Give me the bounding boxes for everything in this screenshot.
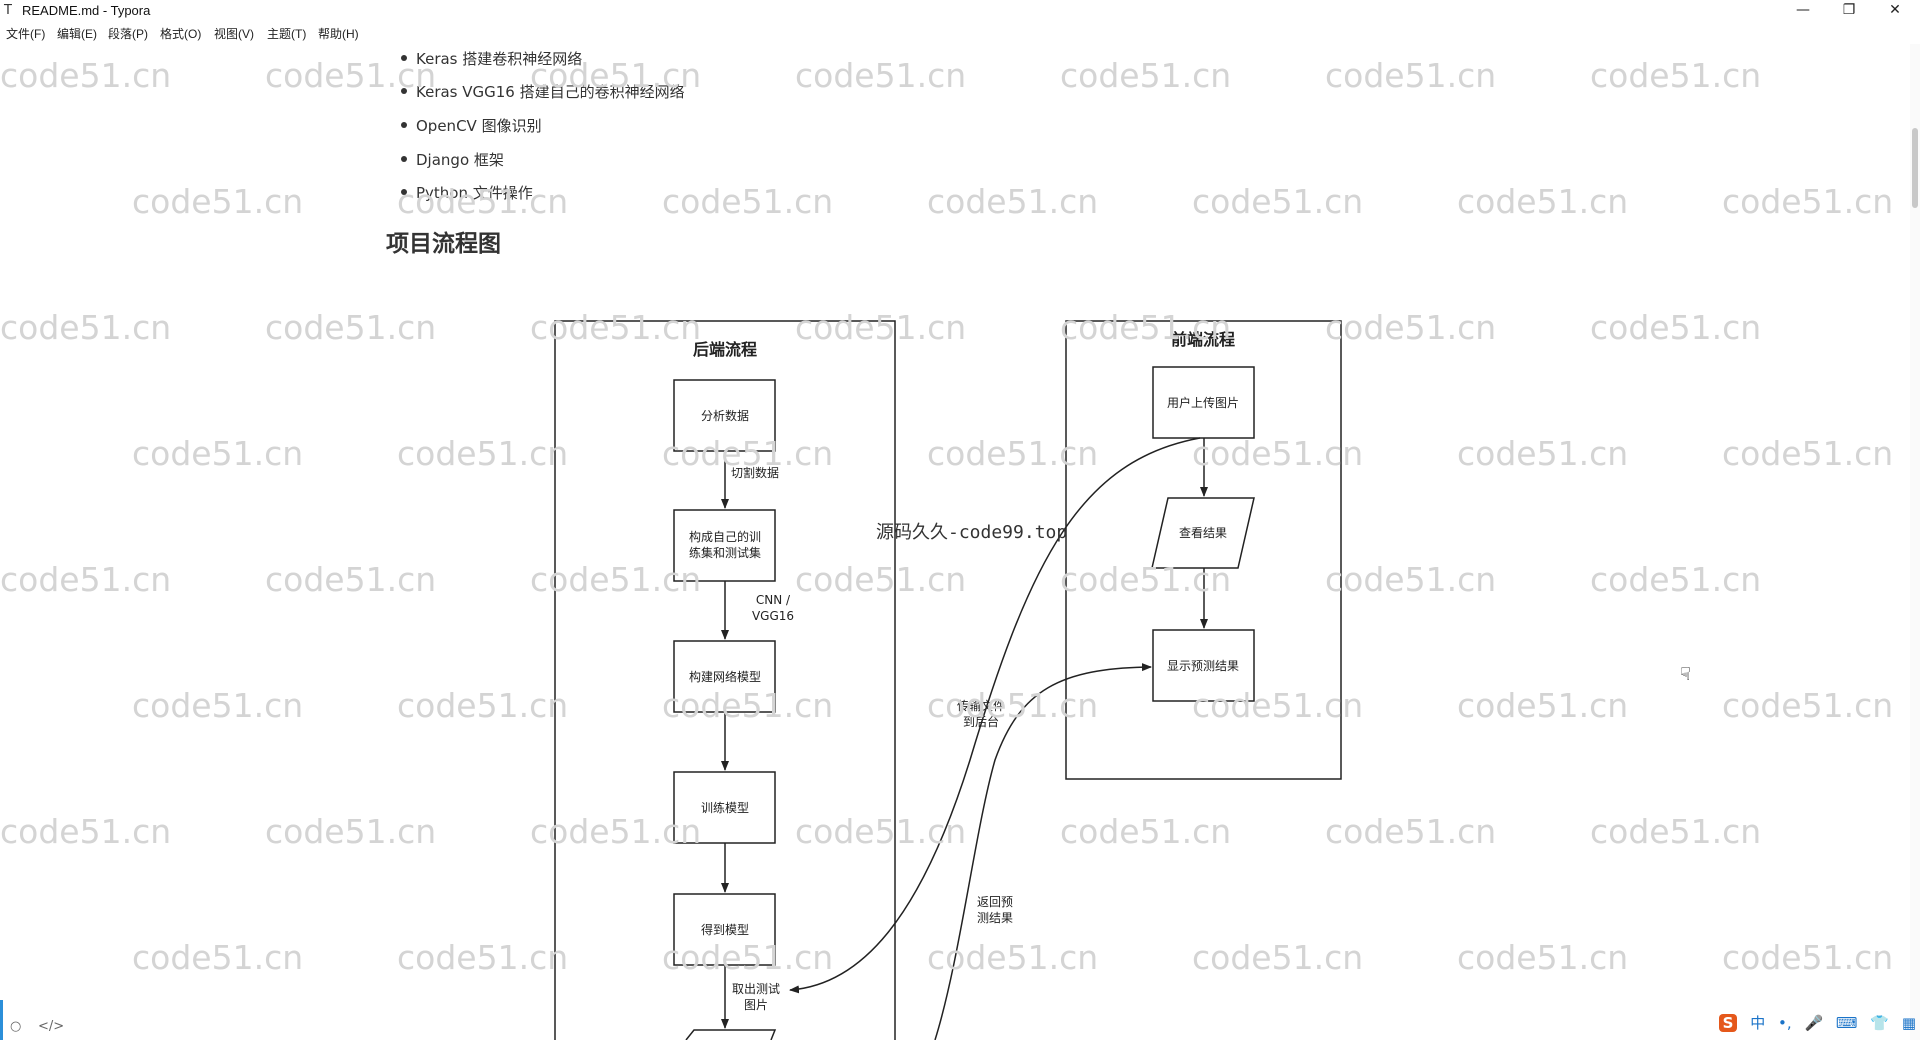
edge-label-transfer: 传输文件 <box>957 698 1005 713</box>
backend-title: 后端流程 <box>693 340 757 359</box>
edge-label-vgg16: VGG16 <box>752 609 794 623</box>
bullet <box>401 122 407 128</box>
backend-container <box>554 320 896 1040</box>
node-test-image-partial <box>685 1029 777 1040</box>
menu-bar: 文件(F) 编辑(E) 段落(P) 格式(O) 视图(V) 主题(T) 帮助(H… <box>0 22 1920 44</box>
list-item-text: Django 框架 <box>416 151 504 169</box>
minimize-icon[interactable]: — <box>1796 2 1810 18</box>
list-item-text: Keras VGG16 搭建自己的卷积神经网络 <box>416 83 685 101</box>
node-get-model-label: 得到模型 <box>701 922 749 937</box>
close-icon[interactable]: ✕ <box>1889 2 1901 18</box>
menu-format[interactable]: 格式(O) <box>160 27 202 41</box>
node-train-model-label: 训练模型 <box>701 800 749 815</box>
toolbox-icon[interactable]: ▦ <box>1901 1014 1916 1032</box>
sogou-ime-icon[interactable]: S <box>1718 1014 1738 1032</box>
edge-upload-to-backend <box>789 437 1201 994</box>
edge-label-take-test: 取出测试 <box>732 981 780 996</box>
edge-label-to-backend: 到后台 <box>963 714 999 729</box>
skin-icon[interactable]: 👕 <box>1870 1014 1890 1032</box>
node-build-dataset-line2: 练集和测试集 <box>689 545 761 560</box>
menu-edit[interactable]: 编辑(E) <box>57 27 97 41</box>
list-item-text: Python 文件操作 <box>416 184 533 202</box>
edge-label-cnn: CNN / <box>756 593 791 607</box>
edge-label-return: 返回预 <box>977 895 1013 909</box>
menu-help[interactable]: 帮助(H) <box>318 27 359 41</box>
status-bar: ○ </> <box>0 1016 1920 1040</box>
node-build-dataset-line1: 构成自己的训 <box>689 529 761 544</box>
source-code-icon[interactable]: </> <box>38 1019 65 1034</box>
menu-paragraph[interactable]: 段落(P) <box>108 27 148 41</box>
node-get-model <box>673 893 776 966</box>
list-item: Django 框架 <box>401 149 504 170</box>
edge-label-prediction-result: 测结果 <box>977 911 1013 925</box>
frontend-title: 前端流程 <box>1171 330 1235 349</box>
list-item-text: Keras 搭建卷积神经网络 <box>416 50 583 68</box>
node-user-upload <box>1152 366 1255 439</box>
outline-icon[interactable]: ○ <box>10 1019 22 1034</box>
typora-app-icon: T <box>4 3 12 18</box>
keyboard-icon[interactable]: ⌨ <box>1835 1014 1858 1032</box>
list-item: Keras 搭建卷积神经网络 <box>401 48 583 69</box>
microphone-icon[interactable]: 🎤 <box>1804 1014 1824 1032</box>
list-item: OpenCV 图像识别 <box>401 115 542 136</box>
node-show-prediction <box>1152 629 1255 702</box>
edge-return-prediction <box>934 663 1152 1040</box>
focus-indicator <box>0 1000 3 1040</box>
node-show-prediction-label: 显示预测结果 <box>1167 659 1239 673</box>
menu-theme[interactable]: 主题(T) <box>267 27 307 41</box>
window-title: README.md - Typora <box>22 3 151 18</box>
ime-toolbar: S 中 •, 🎤 ⌨ 👕 ▦ <box>1711 1012 1916 1036</box>
edge-label-image: 图片 <box>744 998 768 1012</box>
punctuation-icon[interactable]: •, <box>1778 1014 1792 1032</box>
chinese-mode-icon[interactable]: 中 <box>1750 1014 1766 1032</box>
menu-file[interactable]: 文件(F) <box>6 27 46 41</box>
list-item: Keras VGG16 搭建自己的卷积神经网络 <box>401 81 685 102</box>
node-build-dataset <box>673 509 776 582</box>
restore-icon[interactable]: ❐ <box>1842 2 1856 18</box>
menu-view[interactable]: 视图(V) <box>214 27 254 41</box>
bullet <box>401 55 407 61</box>
frontend-container <box>1065 320 1342 780</box>
vertical-scrollbar[interactable] <box>1910 44 1920 1040</box>
scrollbar-thumb[interactable] <box>1912 128 1918 208</box>
bullet <box>401 156 407 162</box>
node-analyze-data-label: 分析数据 <box>701 408 749 423</box>
list-item: Python 文件操作 <box>401 182 533 203</box>
overlay-watermark-text: 源码久久-code99.top <box>876 522 1068 543</box>
node-view-result-label: 查看结果 <box>1179 526 1227 540</box>
node-train-model <box>673 771 776 844</box>
title-bar: T README.md - Typora — ❐ ✕ <box>0 0 1920 22</box>
edge-label-split-data: 切割数据 <box>731 465 779 480</box>
node-view-result <box>1151 497 1255 569</box>
bullet <box>401 189 407 195</box>
section-heading: 项目流程图 <box>386 231 501 257</box>
hand-cursor-icon: ☟ <box>1680 664 1691 685</box>
bullet <box>401 88 407 94</box>
node-build-network <box>673 640 776 713</box>
node-build-network-label: 构建网络模型 <box>689 669 761 684</box>
node-user-upload-label: 用户上传图片 <box>1167 395 1239 410</box>
list-item-text: OpenCV 图像识别 <box>416 117 542 135</box>
